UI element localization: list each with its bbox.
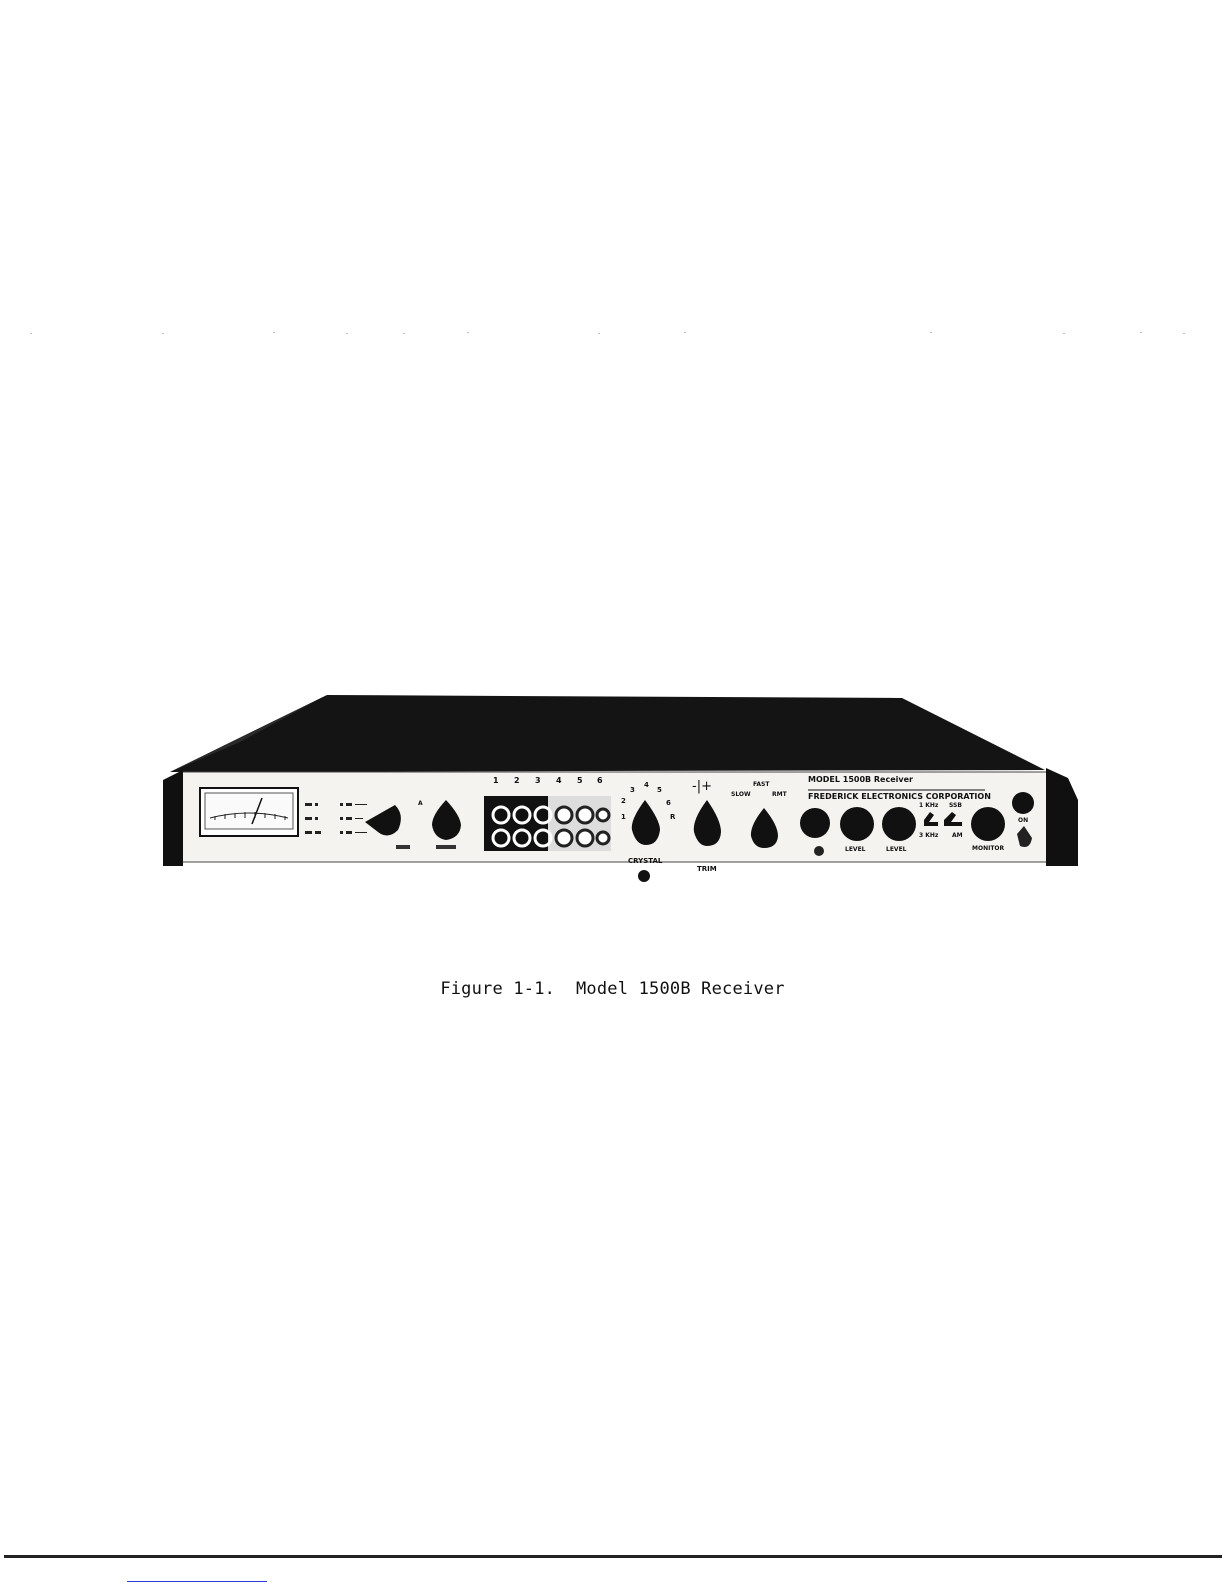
- selector-cell-icon: [511, 827, 534, 850]
- selector-cell-icon: [574, 804, 597, 827]
- selector-cell-icon: [532, 804, 555, 827]
- speed-slow-label: SLOW: [731, 792, 751, 798]
- channel-number: 6: [597, 777, 603, 785]
- crystal-number: 6: [666, 800, 671, 807]
- channel-number: 4: [556, 777, 562, 785]
- selector-cell-icon: [595, 827, 611, 850]
- crystal-number: 1: [621, 814, 626, 821]
- channel-selector-grid: [484, 796, 611, 851]
- selector-cell-icon: [553, 827, 576, 850]
- speed-remote-label: RMT: [772, 792, 787, 798]
- on-label: ON: [1018, 818, 1028, 824]
- crystal-number: 3: [630, 787, 635, 794]
- model-label: MODEL 1500B Receiver: [808, 776, 913, 784]
- channel-number: 2: [514, 777, 520, 785]
- crystal-number: 5: [657, 787, 662, 794]
- selector-cell-icon: [490, 827, 513, 850]
- switch-b-bottom-label: AM: [952, 833, 963, 839]
- output-level-label: LEVEL: [845, 847, 866, 853]
- selector-cell-icon: [553, 804, 576, 827]
- selector-cell-icon: [532, 827, 555, 850]
- crystal-number: 4: [644, 782, 649, 789]
- selector-cell-icon: [595, 804, 611, 827]
- right-handle: [1046, 768, 1078, 866]
- selector-cell-icon: [490, 804, 513, 827]
- trim-label: TRIM: [697, 866, 717, 873]
- page-bottom-rule: [4, 1555, 1222, 1558]
- left-marker-label: A: [418, 801, 423, 807]
- crystal-number: R: [670, 814, 675, 821]
- figure-caption: Figure 1-1. Model 1500B Receiver: [0, 979, 1225, 999]
- switch-b-top-label: SSB: [949, 803, 962, 809]
- minus-plus-label: -|+: [692, 780, 712, 793]
- monitor-level-label: LEVEL: [886, 847, 907, 853]
- selector-cell-icon: [511, 804, 534, 827]
- link-underline: [127, 1581, 267, 1582]
- crystal-label: CRYSTAL: [628, 858, 662, 865]
- switch-a-top-label: 1 KHz: [919, 803, 938, 809]
- left-handle: [163, 770, 183, 866]
- switch-a-bottom-label: 3 KHz: [919, 833, 938, 839]
- speed-fast-label: FAST: [753, 782, 769, 788]
- crystal-number: 2: [621, 798, 626, 805]
- channel-number: 3: [535, 777, 541, 785]
- channel-number: 1: [493, 777, 499, 785]
- selector-cell-icon: [574, 827, 597, 850]
- case-top: [170, 695, 1045, 772]
- maker-label: FREDERICK ELECTRONICS CORPORATION: [808, 793, 991, 801]
- channel-number: 5: [577, 777, 583, 785]
- monitor-label: MONITOR: [972, 846, 1004, 852]
- scan-specks: [30, 332, 1185, 334]
